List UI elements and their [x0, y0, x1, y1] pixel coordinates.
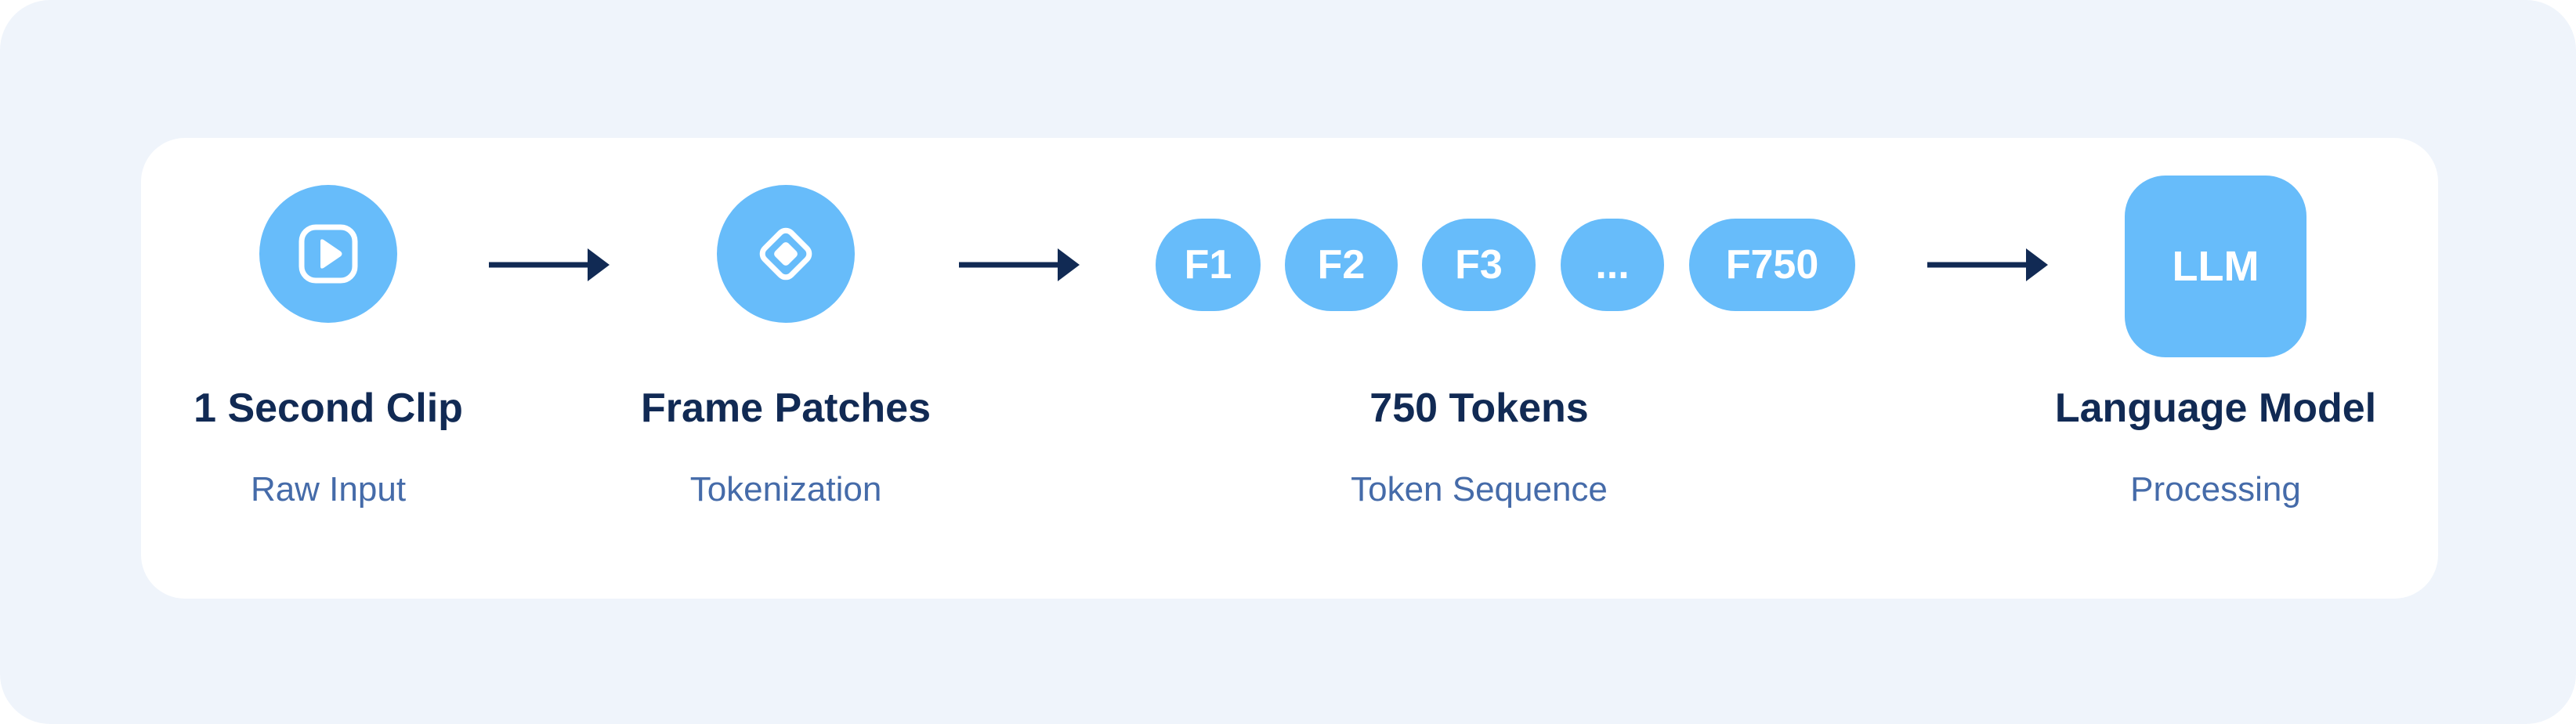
arrow-2-icon	[959, 248, 1080, 281]
token-pill: F2	[1285, 219, 1398, 311]
stage-subtitle-clip: Raw Input	[250, 470, 407, 509]
diamond-patch-icon	[759, 227, 812, 281]
pipeline-card	[141, 138, 2438, 599]
play-video-icon	[298, 224, 358, 284]
stage-title-patches: Frame Patches	[641, 386, 931, 431]
stage-subtitle-llm: Processing	[2130, 470, 2301, 509]
arrow-3-icon	[1927, 248, 2048, 281]
stage-subtitle-tokens: Token Sequence	[1351, 470, 1608, 509]
token-pill-ellipsis: ...	[1561, 219, 1664, 311]
stage-title-clip: 1 Second Clip	[194, 386, 463, 431]
clip-circle	[259, 185, 397, 323]
stage-title-tokens: 750 Tokens	[1369, 386, 1589, 431]
token-pill: F1	[1156, 219, 1261, 311]
patches-circle	[717, 185, 855, 323]
stage-title-llm: Language Model	[2054, 386, 2377, 431]
token-pill: F750	[1689, 219, 1855, 311]
token-pill: F3	[1422, 219, 1536, 311]
arrow-1-icon	[489, 248, 610, 281]
stage-subtitle-patches: Tokenization	[689, 470, 882, 509]
llm-box: LLM	[2125, 176, 2306, 357]
